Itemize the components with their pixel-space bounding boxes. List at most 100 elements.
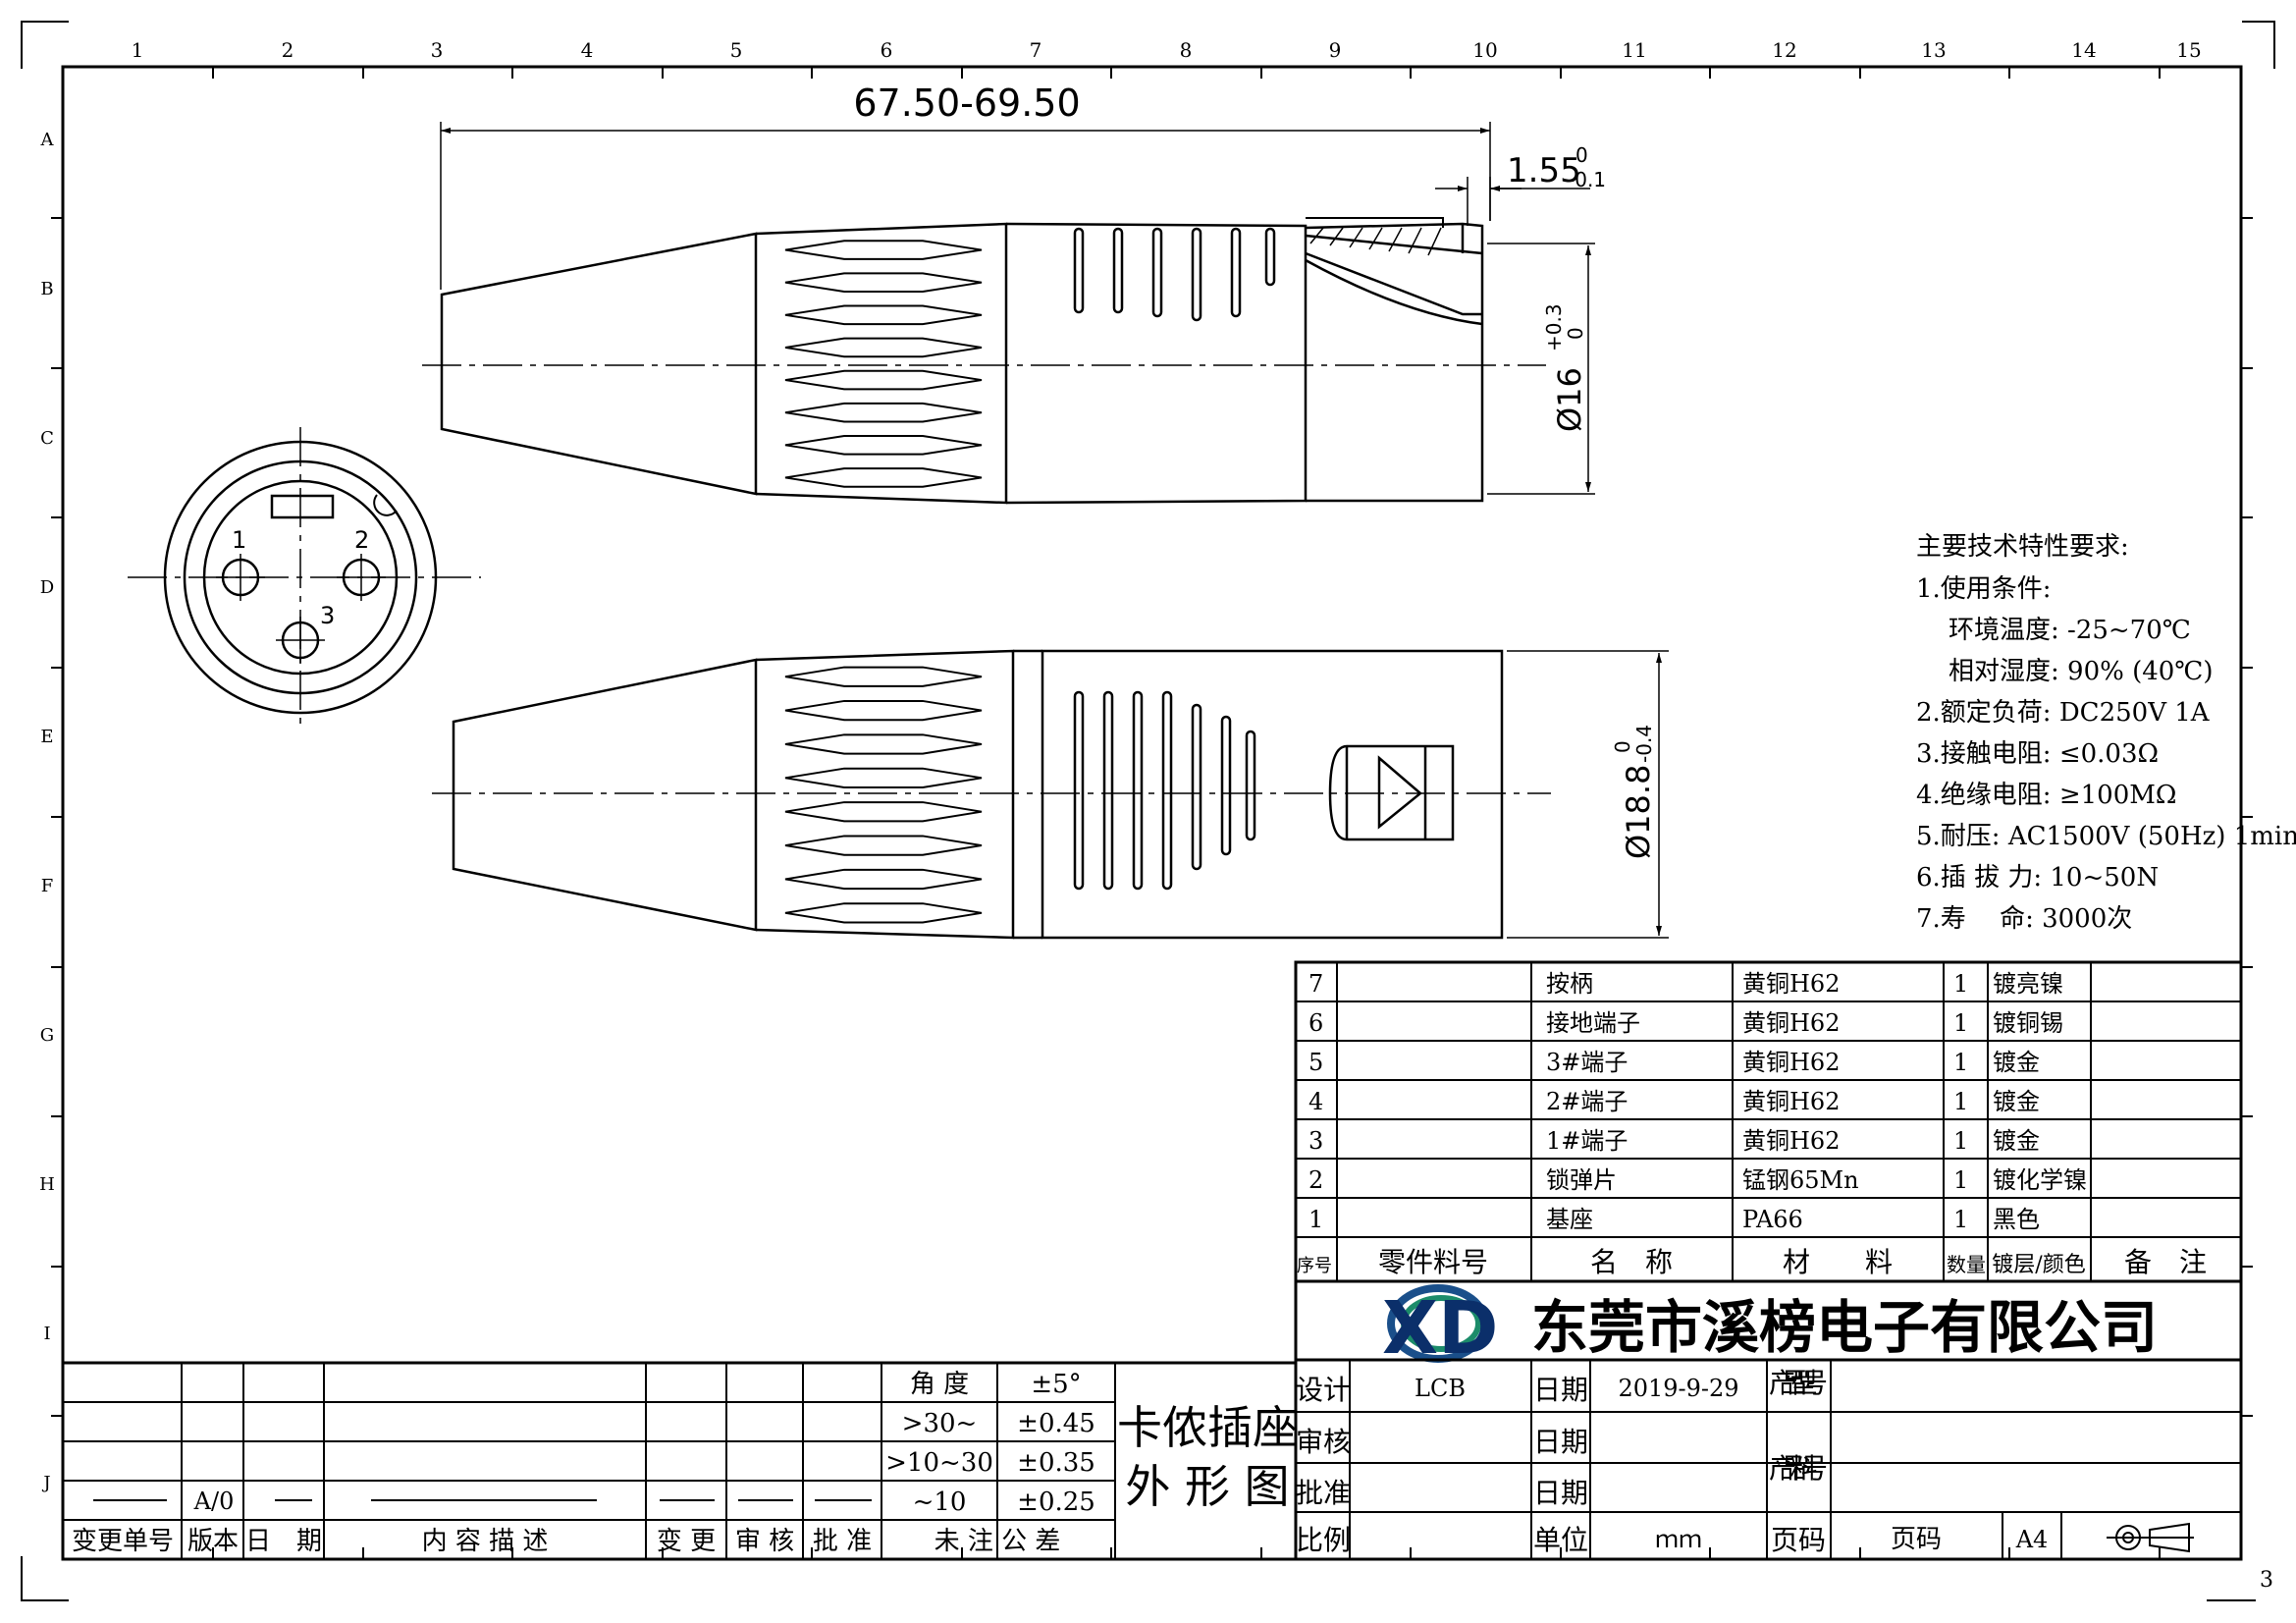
grip-slot (1264, 227, 1276, 287)
knurl-diamond (784, 666, 983, 687)
tol-value: ±0.25 (1017, 1488, 1095, 1517)
column-label: 3 (431, 38, 444, 62)
bom-finish: 镀金 (1993, 1049, 2040, 1076)
knurl-diamond (784, 369, 983, 391)
bom-material: 黄铜H62 (1742, 1049, 1840, 1076)
bom-name: 2#端子 (1546, 1088, 1628, 1115)
review-label: 审核 (1296, 1426, 1351, 1458)
spec-line: 4.绝缘电阻: ≥100MΩ (1916, 781, 2176, 810)
bom-qty: 1 (1953, 1009, 1968, 1037)
pin-2-label: 2 (354, 526, 369, 554)
pin-3-label: 3 (320, 602, 335, 629)
bom-qty: 1 (1953, 1049, 1968, 1076)
logo-text: XD (1382, 1286, 1498, 1371)
bom-qty: 1 (1953, 970, 1968, 998)
column-label: 5 (730, 38, 743, 62)
column-label: 15 (2176, 38, 2201, 62)
overall-length-label: 67.50-69.50 (853, 81, 1080, 125)
designer: LCB (1415, 1375, 1466, 1402)
spec-line: 6.插 拔 力: 10~50N (1916, 863, 2159, 893)
front-view-centerlines (128, 427, 481, 727)
spec-line: 1.使用条件: (1916, 574, 2052, 604)
revision-block (61, 1361, 1298, 1561)
column-label: 11 (1622, 38, 1646, 62)
column-label: 14 (2071, 38, 2096, 62)
column-label: 8 (1180, 38, 1193, 62)
tol-range: >10~30 (885, 1448, 993, 1478)
bom-header-part-no: 零件料号 (1378, 1246, 1488, 1278)
bom-qty: 1 (1953, 1166, 1968, 1194)
bom-material: 黄铜H62 (1742, 970, 1840, 998)
tol-value: ±0.35 (1017, 1448, 1095, 1478)
page: 页码 (1891, 1525, 1942, 1554)
grip-slot (1191, 227, 1202, 322)
revision-version: A/0 (193, 1488, 235, 1515)
company-bar: XD 东莞市溪榜电子有限公司 (1382, 1284, 2158, 1371)
knurl-grip-top (784, 240, 983, 488)
bottom-diameter-dimension (1507, 650, 1669, 939)
knurl-diamond (784, 733, 983, 755)
top-diameter-upper: +0.3 (1542, 303, 1566, 352)
design-label: 设计 (1296, 1374, 1351, 1406)
bom-qty: 1 (1953, 1088, 1968, 1115)
partno-label: 产品料号 (1769, 1452, 1828, 1485)
row-label: C (40, 428, 54, 449)
bom-name: 按柄 (1546, 970, 1593, 998)
bom-no: 2 (1308, 1166, 1323, 1194)
date: 2019-9-29 (1618, 1375, 1738, 1402)
knurl-diamond (784, 402, 983, 423)
grip-slot (1073, 690, 1085, 891)
bom-header-no: 序号 (1297, 1256, 1332, 1276)
drawing-title-2: 外 形 图 (1125, 1460, 1289, 1513)
row-label: B (40, 279, 53, 299)
bom-name: 1#端子 (1546, 1127, 1628, 1155)
knurl-diamond (784, 902, 983, 924)
column-label: 7 (1030, 38, 1042, 62)
grip-slots-top (1073, 227, 1276, 322)
bom-name: 锁弹片 (1546, 1166, 1617, 1194)
drawing-title-1: 卡侬插座 (1117, 1401, 1298, 1454)
column-label: 6 (881, 38, 893, 62)
bom-finish: 镀亮镍 (1993, 970, 2063, 998)
bom-no: 1 (1308, 1206, 1323, 1233)
lock-width-lower: -0.1 (1568, 168, 1606, 191)
bom-material: 黄铜H62 (1742, 1088, 1840, 1115)
angle-tol: ±5° (1031, 1370, 1081, 1399)
company-logo: XD (1382, 1284, 1498, 1371)
column-label: 4 (581, 38, 594, 62)
model-label: 产品型号 (1769, 1367, 1828, 1399)
revision-block-text: A/0变更单号版本日 期内 容 描 述变 更审 核批 准角 度±5°>30~±0… (72, 1370, 1095, 1556)
row-label: J (41, 1473, 50, 1493)
spec-line: 2.额定负荷: DC250V 1A (1916, 698, 2211, 728)
bom-header-name: 名 称 (1590, 1246, 1673, 1278)
bom-material: 黄铜H62 (1742, 1127, 1840, 1155)
revision-header: 变更单号 (72, 1527, 174, 1556)
crop-marks (21, 21, 2275, 1601)
unit: ｍｍ (1655, 1526, 1702, 1553)
knurl-diamond (784, 272, 983, 293)
column-label: 10 (1472, 38, 1497, 62)
scale-label: 比例 (1296, 1524, 1351, 1556)
bom-finish: 黑色 (1993, 1206, 2040, 1233)
spec-line: 相对湿度: 90% (40℃) (1949, 657, 2214, 686)
revision-header: 审 核 (735, 1527, 794, 1556)
connector-side-view (440, 217, 1484, 505)
column-label: 12 (1772, 38, 1796, 62)
knurl-diamond (784, 868, 983, 891)
grip-slot (1161, 690, 1173, 891)
grip-slot (1151, 227, 1163, 318)
spec-line: 7.寿 命: 3000次 (1916, 904, 2132, 934)
approve-label: 批准 (1296, 1477, 1351, 1509)
sheet-number: 3 (2260, 1568, 2273, 1593)
knurl-diamond (784, 699, 983, 722)
lock-width-dimension (1435, 177, 1590, 226)
bom-material: 黄铜H62 (1742, 1009, 1840, 1037)
bom-no: 4 (1308, 1088, 1323, 1115)
row-label: E (40, 727, 53, 747)
bom-finish: 镀金 (1993, 1088, 2040, 1115)
grip-slot (1102, 690, 1114, 891)
revision-header: 变 更 (657, 1527, 716, 1556)
